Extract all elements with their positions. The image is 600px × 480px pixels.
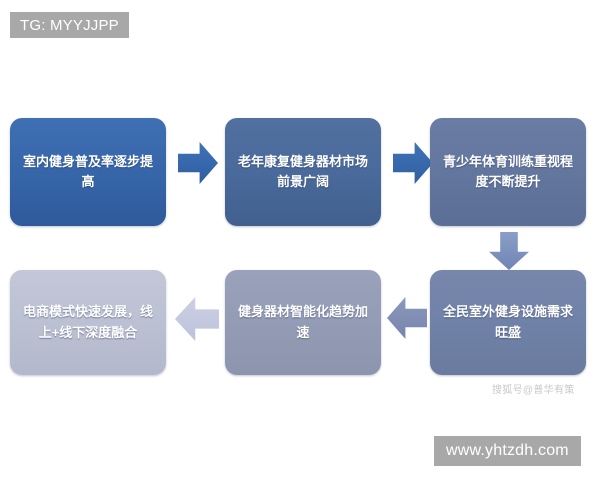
flow-node-label: 全民室外健身设施需求旺盛 [442, 304, 573, 340]
flow-node-label: 老年康复健身器材市场前景广阔 [237, 153, 368, 189]
watermark-top-tag: TG: MYYJJPP [10, 12, 129, 38]
flow-node-ecommerce-model[interactable]: 电商模式快速发展，线上+线下深度融合 [10, 270, 166, 375]
arrow-right-icon-2 [393, 142, 433, 184]
flow-node-elderly-rehab[interactable]: 老年康复健身器材市场前景广阔 [225, 118, 381, 226]
arrow-right-icon-1 [178, 142, 218, 184]
flow-node-outdoor-facilities[interactable]: 全民室外健身设施需求旺盛 [430, 270, 586, 375]
flow-node-label: 健身器材智能化趋势加速 [237, 304, 368, 340]
flow-node-label: 室内健身普及率逐步提高 [22, 153, 153, 189]
watermark-site-url: www.yhtzdh.com [434, 436, 581, 466]
arrow-down-icon [489, 232, 529, 270]
flow-node-label: 青少年体育训练重视程度不断提升 [442, 153, 573, 189]
flow-node-youth-training[interactable]: 青少年体育训练重视程度不断提升 [430, 118, 586, 226]
flow-node-label: 电商模式快速发展，线上+线下深度融合 [22, 304, 153, 340]
watermark-source-attribution: 搜狐号@普华有策 [492, 385, 575, 396]
arrow-left-icon-1 [387, 297, 427, 339]
flow-node-indoor-fitness[interactable]: 室内健身普及率逐步提高 [10, 118, 166, 226]
arrow-left-icon-2 [175, 297, 219, 341]
flow-node-smart-equipment[interactable]: 健身器材智能化趋势加速 [225, 270, 381, 375]
